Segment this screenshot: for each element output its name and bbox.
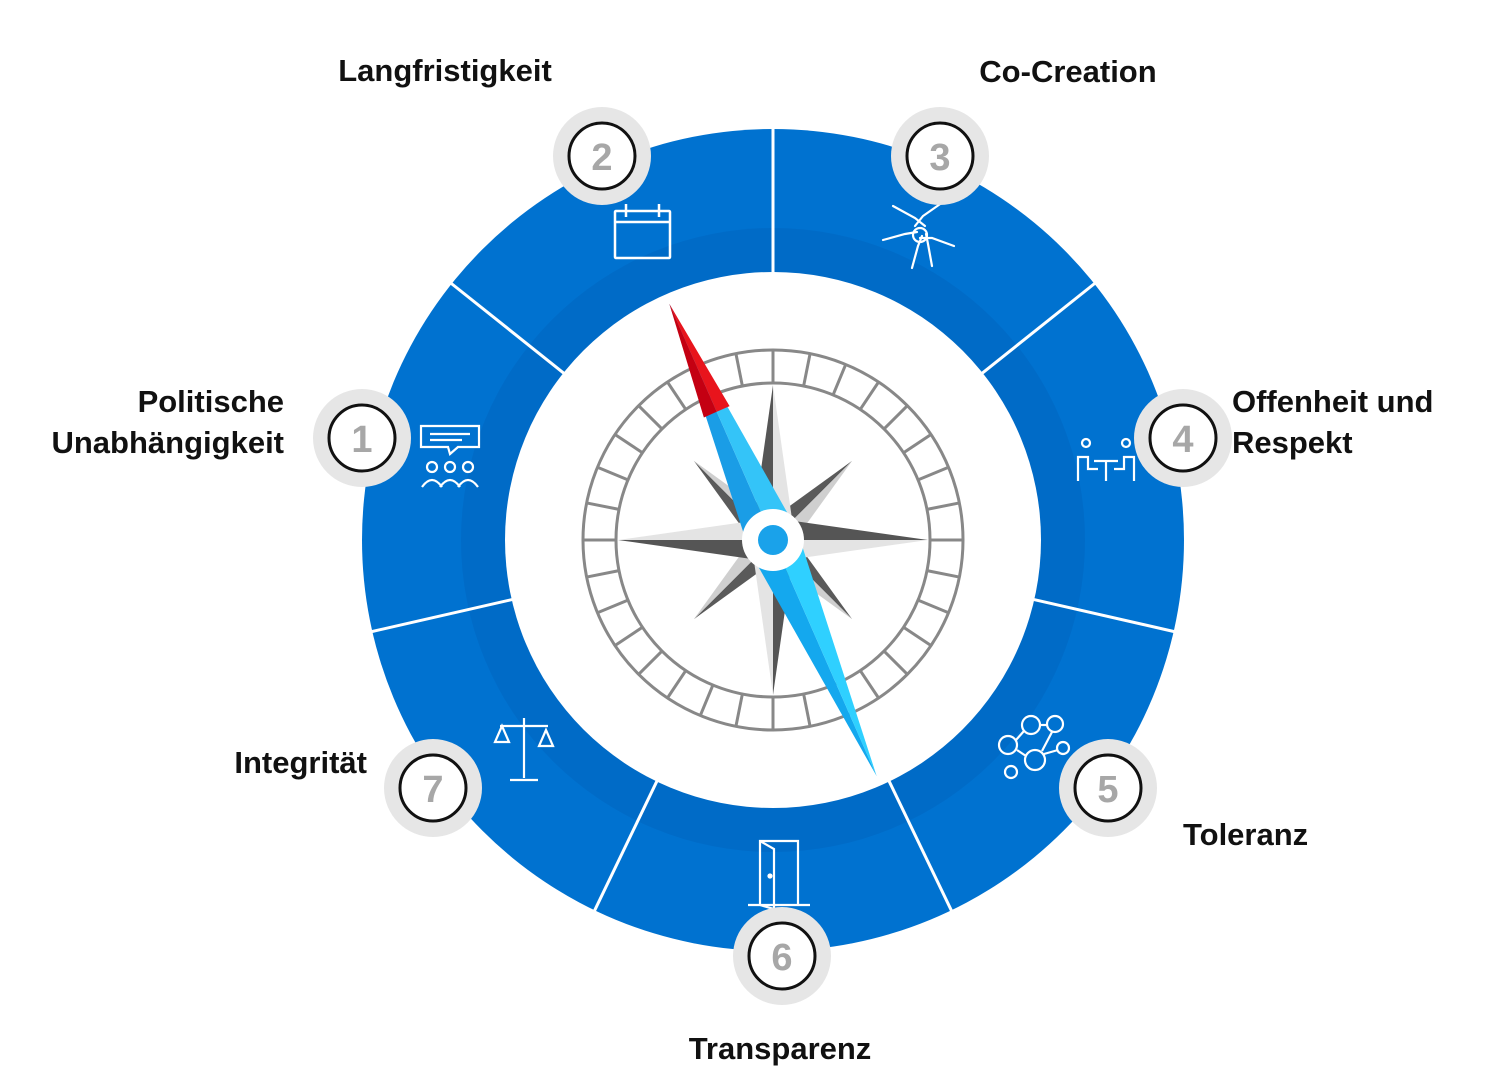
badge-number: 1: [351, 419, 372, 461]
network-people-icon: [997, 714, 1071, 780]
needle-south-right: [773, 529, 877, 777]
bezel-tick: [882, 649, 909, 676]
bezel-tick: [586, 569, 620, 579]
badge-number: 4: [1172, 419, 1193, 461]
hands-together-icon: [881, 200, 956, 270]
needle-red-tip-dark: [669, 303, 717, 418]
bezel-tick: [802, 353, 812, 387]
presentation-audience-icon: [419, 424, 481, 488]
number-badge-5: 5: [1059, 739, 1157, 837]
needle-red-tip: [669, 303, 730, 412]
meeting-table-icon: [1076, 437, 1136, 481]
bezel-tick: [882, 404, 909, 431]
segment-divider: [447, 280, 566, 376]
bezel-tick: [614, 625, 644, 647]
needle-south-left: [749, 540, 877, 777]
bezel-tick: [637, 404, 664, 431]
segment-title-line: Co-Creation: [979, 54, 1157, 89]
number-badge-7: 7: [384, 739, 482, 837]
bezel-tick: [858, 669, 880, 699]
segment-label-5: Toleranz: [1183, 814, 1383, 855]
segment-label-2: Langfristigkeit: [300, 50, 590, 91]
segment-divider: [1031, 597, 1178, 634]
segment-label-4: Offenheit und Respekt: [1232, 381, 1472, 463]
bezel-tick: [614, 433, 644, 455]
badge-number: 7: [422, 769, 443, 811]
segment-title-line: Unabhängigkeit: [51, 425, 284, 460]
bezel-tick: [926, 501, 960, 511]
segment-title-line: Offenheit und: [1232, 384, 1434, 419]
number-badges: 1 2 3 4 5 6 7: [313, 107, 1232, 1005]
number-badge-6: 6: [733, 907, 831, 1005]
rose-point: [773, 540, 928, 562]
needle-hub-center: [758, 525, 788, 555]
number-badge-3: 3: [891, 107, 989, 205]
badge-number: 3: [929, 137, 950, 179]
bezel-tick: [666, 381, 688, 411]
bezel-tick: [902, 433, 932, 455]
bezel-tick: [586, 501, 620, 511]
segment-divider: [980, 280, 1099, 376]
bezel-tick: [802, 693, 812, 727]
number-badge-1: 1: [313, 389, 411, 487]
bezel-tick: [637, 649, 664, 676]
scales-icon: [493, 718, 555, 782]
bezel-tick: [734, 693, 744, 727]
segment-title-line: Transparenz: [688, 1031, 872, 1066]
segment-label-7: Integrität: [150, 742, 367, 783]
segment-label-1: Politische Unabhängigkeit: [20, 381, 284, 463]
segment-label-6: Transparenz: [630, 1028, 930, 1069]
rose-point: [773, 518, 928, 540]
bezel-tick: [596, 598, 629, 615]
badge-number: 5: [1097, 769, 1118, 811]
badge-number: 6: [771, 937, 792, 979]
segment-icons: [419, 200, 1136, 911]
bezel-tick: [902, 625, 932, 647]
rose-point: [618, 540, 773, 562]
rose-point: [618, 518, 773, 540]
open-door-icon: [748, 839, 810, 911]
bezel-tick: [734, 353, 744, 387]
number-badge-4: 4: [1134, 389, 1232, 487]
bezel-tick: [917, 598, 950, 615]
bezel-tick: [831, 363, 848, 396]
segment-divider: [368, 597, 515, 634]
bezel-tick: [858, 381, 880, 411]
badge-number: 2: [591, 137, 612, 179]
segment-title-line: Langfristigkeit: [338, 53, 552, 88]
compass-needle: [669, 303, 877, 777]
bezel-tick: [698, 684, 715, 717]
segment-title-line: Integrität: [234, 745, 367, 780]
bezel-tick: [666, 669, 688, 699]
segment-divider: [887, 779, 955, 915]
number-badge-2: 2: [553, 107, 651, 205]
bezel-tick: [926, 569, 960, 579]
bezel-tick: [596, 465, 629, 482]
segment-label-3: Co-Creation: [940, 51, 1196, 92]
bezel-tick: [917, 465, 950, 482]
segment-divider: [591, 779, 659, 915]
segment-title-line: Respekt: [1232, 425, 1353, 460]
segment-title-line: Politische: [137, 384, 284, 419]
segment-title-line: Toleranz: [1183, 817, 1309, 852]
calendar-icon: [613, 204, 672, 260]
